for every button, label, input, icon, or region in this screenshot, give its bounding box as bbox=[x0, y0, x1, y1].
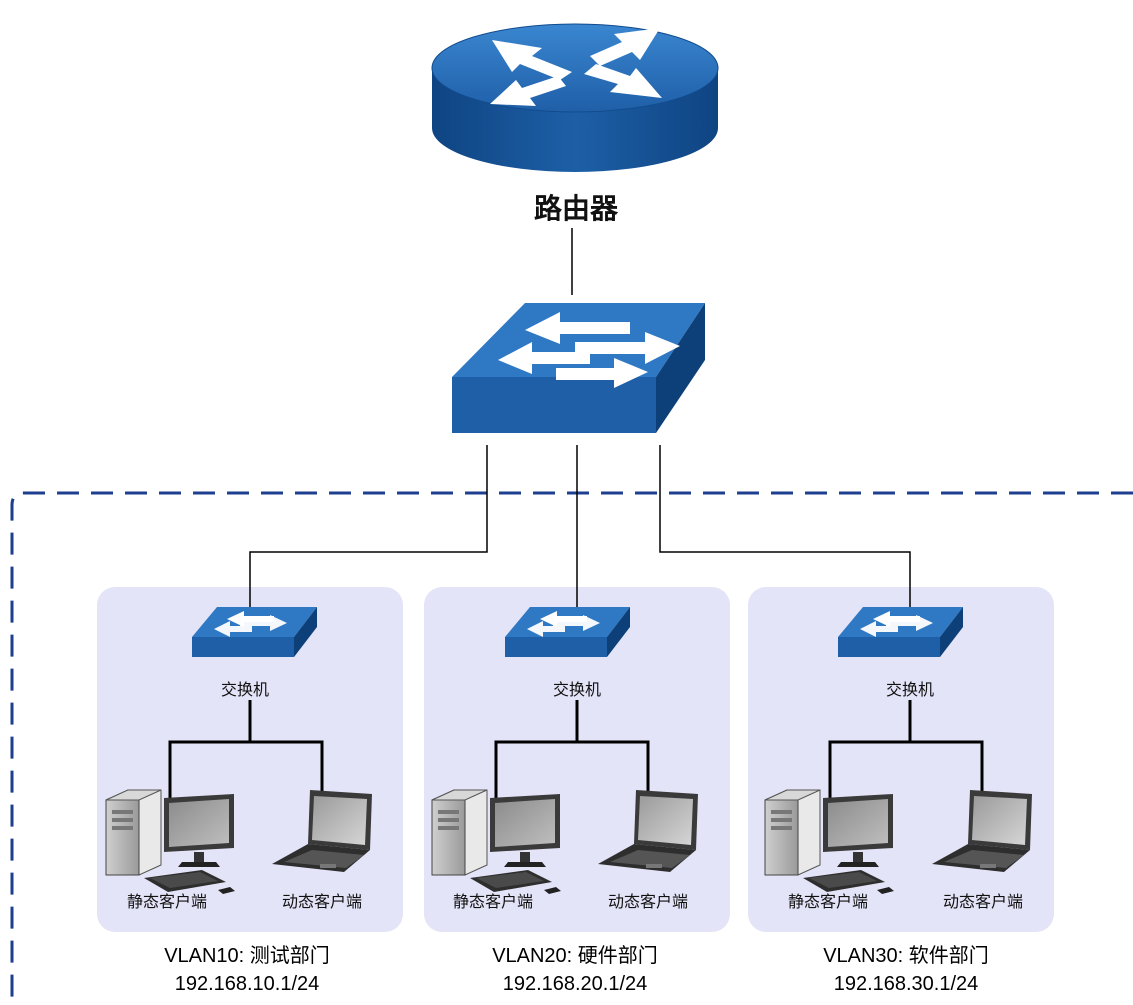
switch-label: 交换机 bbox=[553, 680, 601, 699]
client-dynamic-label: 动态客户端 bbox=[943, 892, 1023, 911]
links bbox=[249, 228, 911, 607]
client-dynamic-label: 动态客户端 bbox=[608, 892, 688, 911]
switch-icon bbox=[505, 607, 630, 657]
client-dynamic-label: 动态客户端 bbox=[282, 892, 362, 911]
subnet-label: 192.168.10.1/24 bbox=[175, 973, 320, 995]
vlan-label: VLAN20: 硬件部门 bbox=[492, 944, 658, 967]
subnet-label: 192.168.30.1/24 bbox=[834, 973, 979, 995]
vlan-label: VLAN10: 测试部门 bbox=[164, 944, 330, 967]
switch-label: 交换机 bbox=[221, 680, 269, 699]
switch-label: 交换机 bbox=[886, 680, 934, 699]
link-core-vlan30 bbox=[659, 445, 911, 607]
router-icon bbox=[431, 23, 719, 172]
switch-icon bbox=[838, 607, 963, 657]
vlan-boundary bbox=[10, 491, 1133, 1005]
core-switch-icon bbox=[452, 303, 705, 433]
vlan-label: VLAN30: 软件部门 bbox=[823, 944, 989, 967]
client-static-label: 静态客户端 bbox=[127, 892, 207, 911]
group-vlan10: 交换机 静态客户端 动态客户端 VLAN10: 测试部门 192.168.10.… bbox=[105, 607, 372, 995]
link-core-vlan10 bbox=[249, 445, 488, 607]
switch-icon bbox=[192, 607, 317, 657]
subnet-label: 192.168.20.1/24 bbox=[503, 973, 648, 995]
group-vlan30: 交换机 静态客户端 动态客户端 VLAN30: 软件部门 192.168.30.… bbox=[764, 607, 1032, 995]
client-static-label: 静态客户端 bbox=[788, 892, 868, 911]
client-static-label: 静态客户端 bbox=[453, 892, 533, 911]
router-label: 路由器 bbox=[534, 192, 619, 225]
group-vlan20: 交换机 静态客户端 动态客户端 VLAN20: 硬件部门 192.168.20.… bbox=[431, 607, 698, 995]
